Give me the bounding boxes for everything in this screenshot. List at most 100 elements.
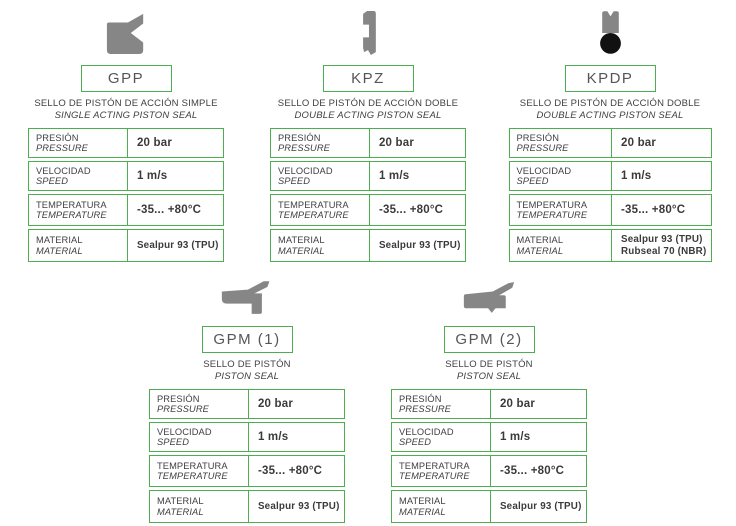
- description-es: SELLO DE PISTÓN DE ACCIÓN SIMPLE: [34, 98, 218, 109]
- spec-label-es: PRESIÓN: [278, 132, 321, 143]
- spec-row-material: MATERIAL MATERIAL Sealpur 93 (TPU) Rubse…: [508, 229, 712, 262]
- spec-label-en: SPEED: [516, 176, 549, 186]
- spec-value: 1 m/s: [621, 170, 652, 182]
- product-card-gpm2: GPM (2) SELLO DE PISTÓN PISTON SEAL PRES…: [370, 273, 608, 526]
- product-title-box: KPZ: [322, 65, 414, 92]
- spec-label-es: PRESIÓN: [516, 132, 560, 143]
- product-title: GPM (2): [455, 331, 523, 348]
- spec-value: -35... +80°C: [621, 204, 686, 216]
- spec-label-en: SPEED: [36, 176, 69, 186]
- spec-row-temperature: TEMPERATURA TEMPERATURE -35... +80°C: [149, 455, 345, 487]
- description-en: PISTON SEAL: [214, 370, 280, 382]
- product-description: SELLO DE PISTÓN DE ACCIÓN DOBLE DOUBLE A…: [520, 98, 700, 121]
- spec-row-pressure: PRESIÓN PRESSURE 20 bar: [270, 128, 466, 158]
- gpm1-icon-wrap: [220, 273, 274, 317]
- description-es: SELLO DE PISTÓN DE ACCIÓN DOBLE: [519, 98, 701, 109]
- spec-label: PRESIÓN PRESSURE: [150, 390, 249, 418]
- seal-catalog-page: GPP SELLO DE PISTÓN DE ACCIÓN SIMPLE SIN…: [7, 4, 712, 523]
- spec-label-en: TEMPERATURE: [36, 210, 107, 220]
- spec-row-temperature: TEMPERATURA TEMPERATURE -35... +80°C: [28, 194, 224, 226]
- product-card-kpz: KPZ SELLO DE PISTÓN DE ACCIÓN DOBLE DOUB…: [249, 4, 487, 265]
- description-en: SINGLE ACTING PISTON SEAL: [54, 109, 198, 121]
- spec-value: 20 bar: [257, 398, 294, 410]
- spec-value: Sealpur 93 (TPU): [378, 239, 461, 251]
- spec-label-en: MATERIAL: [399, 506, 446, 517]
- spec-value: Sealpur 93 (TPU): [499, 500, 582, 512]
- spec-value: 1 m/s: [257, 431, 289, 443]
- spec-value: -35... +80°C: [499, 465, 565, 477]
- spec-row-pressure: PRESIÓN PRESSURE 20 bar: [28, 128, 224, 158]
- spec-label: PRESIÓN PRESSURE: [271, 129, 370, 157]
- spec-label: TEMPERATURA TEMPERATURE: [150, 456, 249, 486]
- spec-table: PRESIÓN PRESSURE 20 bar VELOCIDAD SPEED …: [28, 128, 224, 265]
- spec-label: VELOCIDAD SPEED: [271, 162, 370, 190]
- spec-label-en: TEMPERATURE: [399, 471, 470, 481]
- spec-label: TEMPERATURA TEMPERATURE: [392, 456, 491, 486]
- description-en: DOUBLE ACTING PISTON SEAL: [294, 109, 442, 121]
- spec-label-es: PRESIÓN: [157, 393, 200, 404]
- spec-label: VELOCIDAD SPEED: [510, 162, 612, 190]
- product-title-box: GPM (2): [443, 326, 535, 353]
- spec-label-es: MATERIAL: [516, 235, 564, 245]
- product-title: KPDP: [586, 70, 634, 87]
- spec-row-material: MATERIAL MATERIAL Sealpur 93 (TPU): [270, 229, 466, 262]
- double-acting-piston-seal-profile-icon: [363, 10, 376, 56]
- spec-row-speed: VELOCIDAD SPEED 1 m/s: [508, 161, 712, 191]
- spec-label-es: TEMPERATURA: [157, 460, 228, 471]
- product-description: SELLO DE PISTÓN DE ACCIÓN DOBLE DOUBLE A…: [278, 98, 458, 121]
- description-en: DOUBLE ACTING PISTON SEAL: [536, 109, 684, 121]
- spec-row-material: MATERIAL MATERIAL Sealpur 93 (TPU): [391, 490, 587, 523]
- spec-label: VELOCIDAD SPEED: [29, 162, 128, 190]
- spec-label: PRESIÓN PRESSURE: [29, 129, 128, 157]
- spec-label-es: MATERIAL: [157, 496, 204, 506]
- spec-row-speed: VELOCIDAD SPEED 1 m/s: [391, 422, 587, 452]
- spec-label-en: MATERIAL: [516, 245, 564, 256]
- product-card-gpp: GPP SELLO DE PISTÓN DE ACCIÓN SIMPLE SIN…: [7, 4, 245, 265]
- product-description: SELLO DE PISTÓN PISTON SEAL: [203, 359, 290, 382]
- product-card-gpm1: GPM (1) SELLO DE PISTÓN PISTON SEAL PRES…: [128, 273, 366, 526]
- spec-label-en: SPEED: [157, 437, 190, 447]
- top-row: GPP SELLO DE PISTÓN DE ACCIÓN SIMPLE SIN…: [7, 4, 712, 265]
- spec-label: MATERIAL MATERIAL: [150, 491, 249, 522]
- bottom-row: GPM (1) SELLO DE PISTÓN PISTON SEAL PRES…: [0, 273, 736, 526]
- product-title-box: GPM (1): [201, 326, 293, 353]
- spec-table: PRESIÓN PRESSURE 20 bar VELOCIDAD SPEED …: [270, 128, 466, 265]
- piston-seal-gpm1-profile-icon: [221, 281, 270, 314]
- spec-label-en: SPEED: [399, 437, 432, 447]
- spec-value: -35... +80°C: [257, 465, 323, 477]
- spec-label-en: SPEED: [278, 176, 311, 186]
- spec-label-es: VELOCIDAD: [157, 426, 212, 437]
- spec-label: VELOCIDAD SPEED: [150, 423, 249, 451]
- kpz-icon-wrap: [355, 4, 381, 56]
- spec-label: VELOCIDAD SPEED: [392, 423, 491, 451]
- spec-label-en: PRESSURE: [278, 143, 330, 153]
- gpm2-icon-wrap: [462, 273, 516, 317]
- product-description: SELLO DE PISTÓN DE ACCIÓN SIMPLE SINGLE …: [34, 98, 217, 121]
- spec-label-es: TEMPERATURA: [399, 460, 470, 471]
- product-title: GPM (1): [213, 331, 281, 348]
- spec-label-en: TEMPERATURE: [157, 471, 228, 481]
- spec-row-pressure: PRESIÓN PRESSURE 20 bar: [149, 389, 345, 419]
- spec-label-es: VELOCIDAD: [36, 165, 91, 176]
- product-title-box: GPP: [80, 65, 172, 92]
- spec-row-speed: VELOCIDAD SPEED 1 m/s: [149, 422, 345, 452]
- spec-label-es: PRESIÓN: [399, 393, 442, 404]
- spec-label-en: PRESSURE: [399, 404, 451, 414]
- kpdp-icon-wrap: [597, 4, 624, 56]
- spec-value: 20 bar: [499, 398, 536, 410]
- spec-value: Sealpur 93 (TPU): [136, 239, 219, 251]
- spec-row-speed: VELOCIDAD SPEED 1 m/s: [270, 161, 466, 191]
- spec-label-en: TEMPERATURE: [278, 210, 349, 220]
- spec-value: Sealpur 93 (TPU) Rubseal 70 (NBR): [621, 234, 707, 257]
- spec-label: TEMPERATURA TEMPERATURE: [510, 195, 612, 225]
- spec-label-en: MATERIAL: [278, 245, 325, 256]
- spec-label-en: PRESSURE: [157, 404, 209, 414]
- spec-row-temperature: TEMPERATURA TEMPERATURE -35... +80°C: [270, 194, 466, 226]
- spec-label-en: MATERIAL: [157, 506, 204, 517]
- spec-label: TEMPERATURA TEMPERATURE: [271, 195, 370, 225]
- spec-label-en: MATERIAL: [36, 245, 83, 256]
- spec-value: -35... +80°C: [136, 204, 202, 216]
- product-title: GPP: [107, 70, 145, 87]
- spec-row-speed: VELOCIDAD SPEED 1 m/s: [28, 161, 224, 191]
- description-es: SELLO DE PISTÓN: [445, 359, 533, 370]
